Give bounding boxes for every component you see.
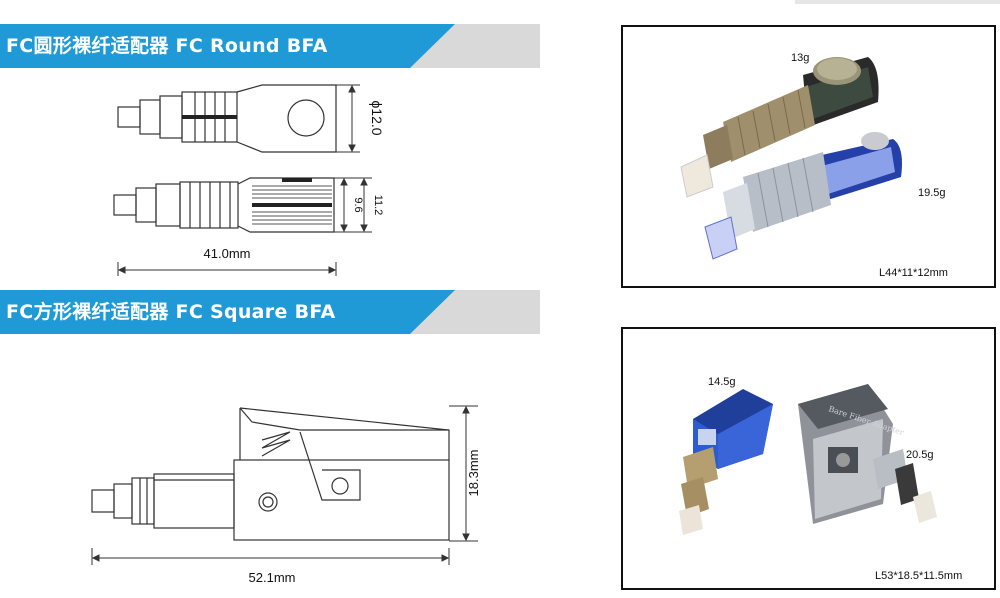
round-dimensions-label: L44*11*12mm — [879, 267, 948, 279]
round-bfa-banner: FC圆形裸纤适配器 FC Round BFA — [0, 24, 540, 68]
weight-top-label: 13g — [791, 52, 810, 64]
round-bfa-drawing: ϕ12.0 9.6 11.2 41.0mm — [113, 84, 385, 276]
round-adapter-illustration — [680, 57, 902, 260]
square-bfa-title: FC方形裸纤适配器 FC Square BFA — [6, 301, 336, 323]
round-bfa-photo: 13g 19.5g L44*11*12mm — [621, 25, 996, 288]
height-b-label: 11.2 — [372, 195, 384, 216]
top-edge-strip — [795, 0, 1000, 4]
length-label: 41.0mm — [204, 246, 251, 261]
square-adapter-illustration: Bare Fiber Adapter — [679, 384, 937, 535]
square-bfa-photo: Bare Fiber Adapter 14.5g 20.5g L53*18.5*… — [621, 327, 996, 590]
height-a-label: 9.6 — [352, 197, 364, 212]
square-dimensions-label: L53*18.5*11.5mm — [875, 570, 963, 582]
square-length-label: 52.1mm — [249, 570, 296, 585]
height-label: 18.3mm — [466, 450, 481, 497]
square-bfa-banner: FC方形裸纤适配器 FC Square BFA — [0, 290, 540, 334]
weight-left-label: 14.5g — [708, 376, 736, 388]
weight-right-label: 20.5g — [906, 449, 934, 461]
weight-bottom-label: 19.5g — [918, 187, 946, 199]
banner-background — [0, 24, 540, 68]
banner-background — [0, 290, 540, 334]
square-bfa-drawing: 18.3mm 52.1mm — [91, 405, 481, 585]
diameter-label: ϕ12.0 — [369, 100, 385, 135]
round-bfa-title: FC圆形裸纤适配器 FC Round BFA — [6, 35, 328, 57]
